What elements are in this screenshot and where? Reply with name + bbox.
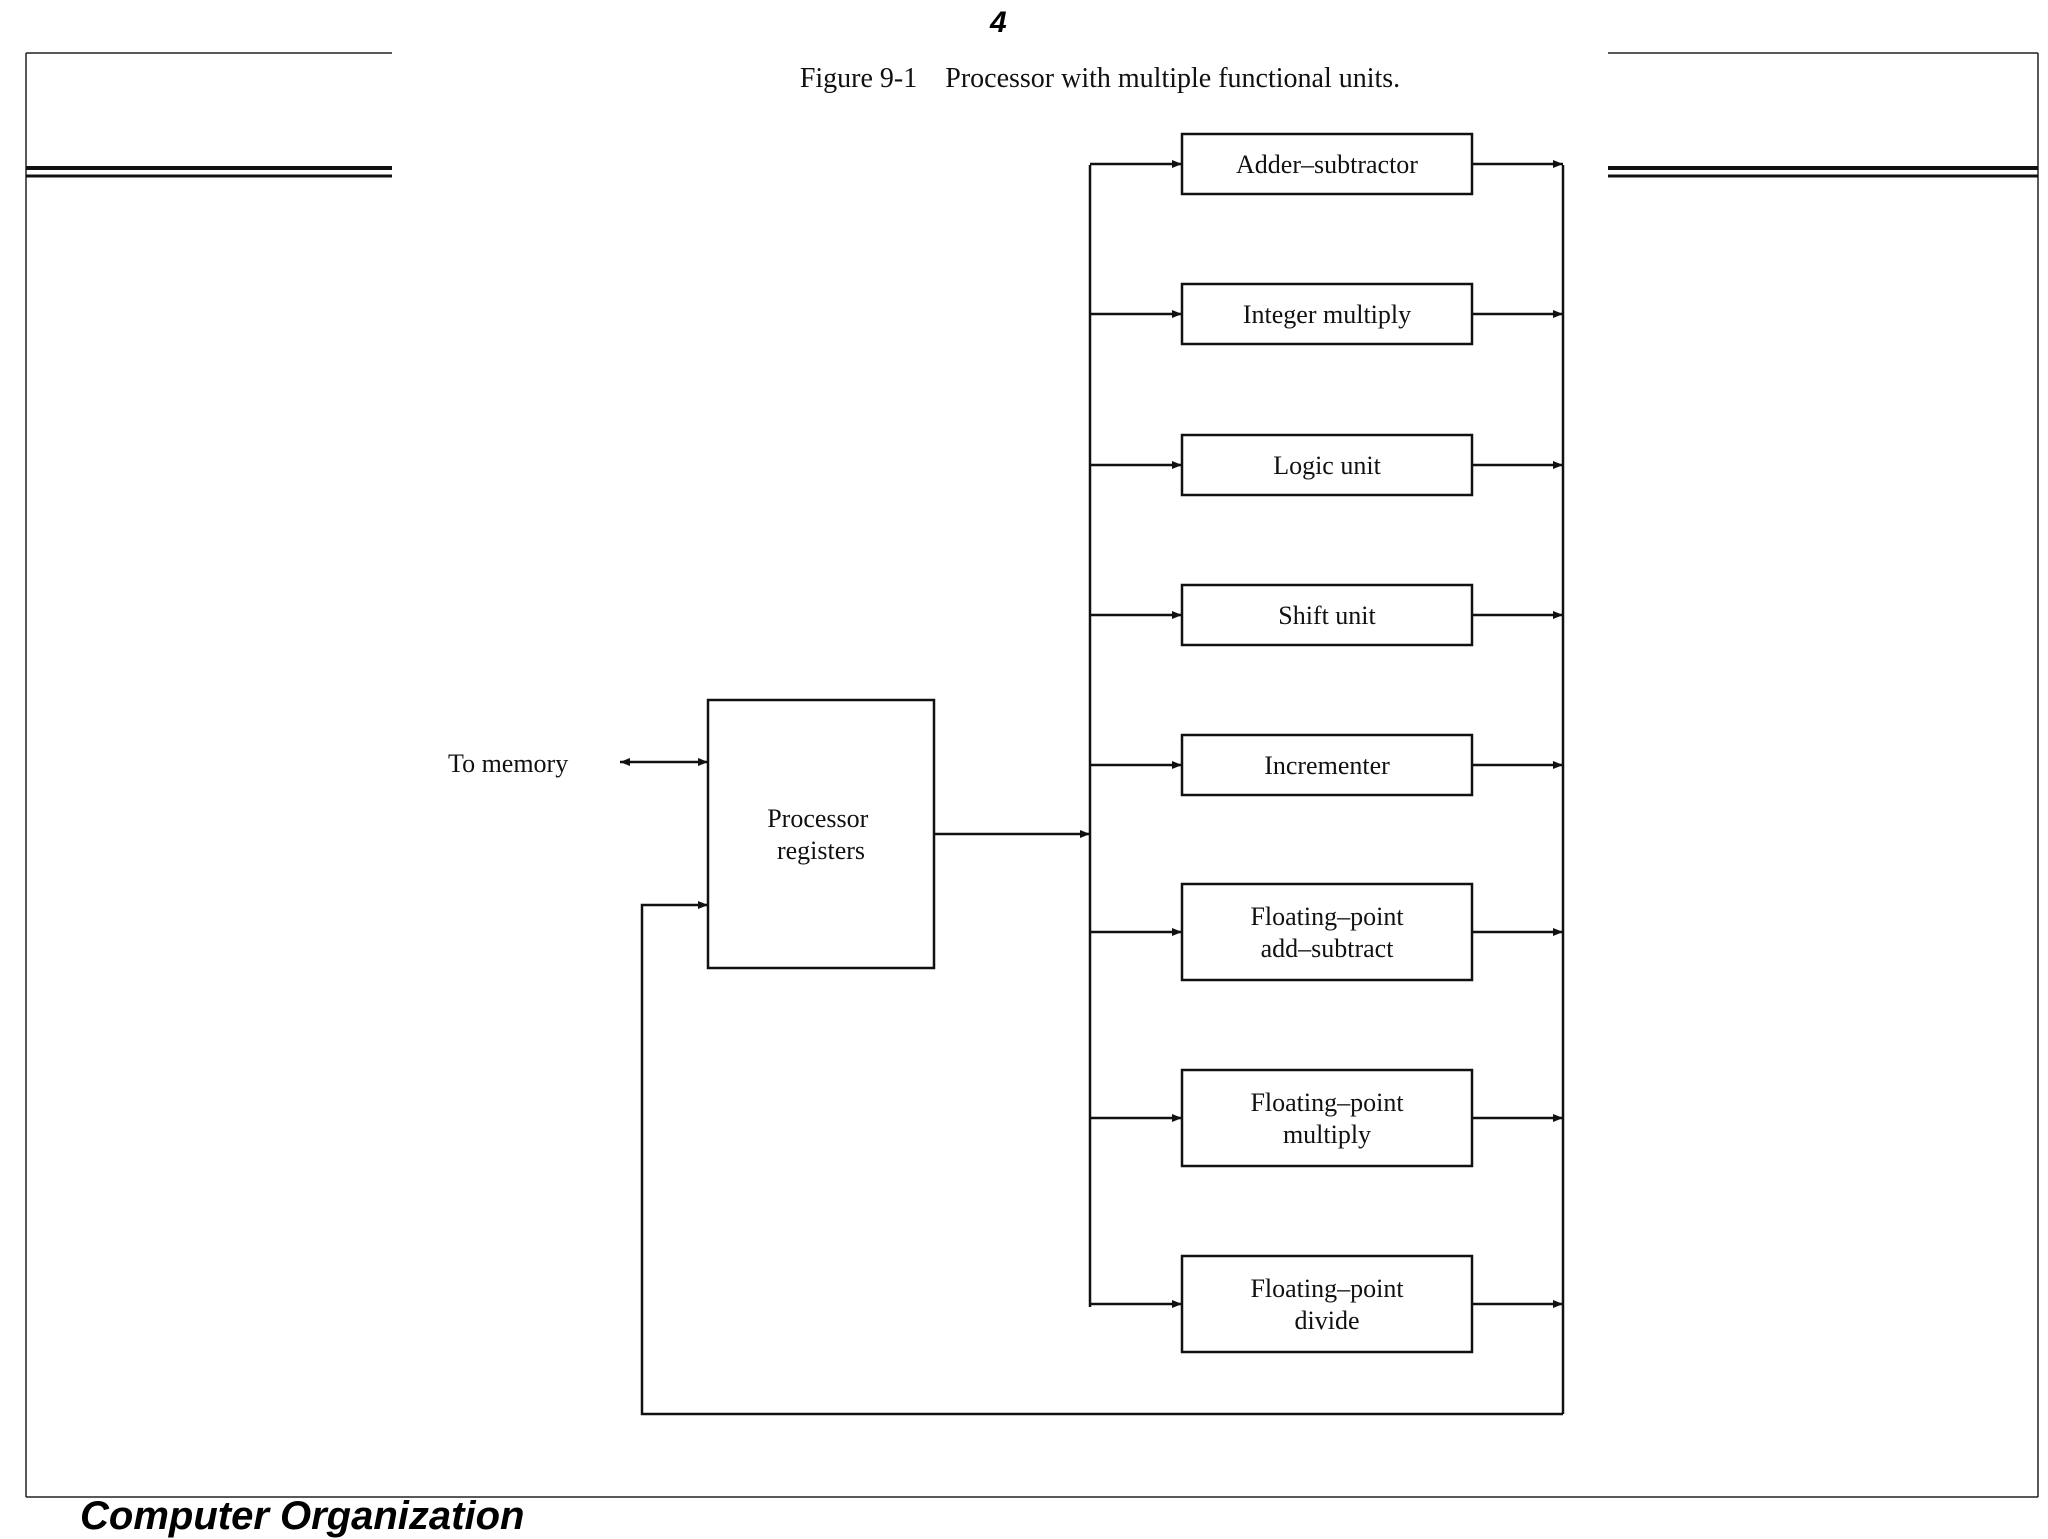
unit-logic-unit: Logic unit xyxy=(1090,433,1563,497)
unit-label: Floating–point xyxy=(1250,1274,1404,1303)
unit-adder-subtractor: Adder–subtractor xyxy=(1090,132,1563,196)
unit-box xyxy=(1180,1068,1474,1168)
unit-label: Logic unit xyxy=(1273,451,1381,480)
unit-fp-multiply: Floating–point multiply xyxy=(1090,1068,1563,1168)
registers-line-1: Processor xyxy=(767,804,868,833)
unit-label: Shift unit xyxy=(1278,601,1376,630)
processor-registers-box xyxy=(706,698,936,970)
unit-label: Integer multiply xyxy=(1243,300,1411,329)
footer-title: Computer Organization xyxy=(80,1494,525,1538)
unit-label: Incrementer xyxy=(1264,751,1390,780)
feedback-path xyxy=(640,901,1563,1416)
unit-label: Floating–point xyxy=(1250,1088,1404,1117)
unit-fp-divide: Floating–point divide xyxy=(1090,1254,1563,1354)
unit-shift-unit: Shift unit xyxy=(1090,583,1563,647)
unit-label: add–subtract xyxy=(1261,934,1395,963)
processor-registers-label: Processor registers xyxy=(767,804,875,865)
unit-incrementer: Incrementer xyxy=(1090,733,1563,797)
figure-caption: Figure 9-1 Processor with multiple funct… xyxy=(800,63,1400,94)
page-top-mark: 4 xyxy=(990,6,1007,39)
registers-line-2: registers xyxy=(777,836,865,865)
unit-fp-add-subtract: Floating–point add–subtract xyxy=(1090,882,1563,982)
slide-frame xyxy=(25,52,2039,1498)
header-rule-left xyxy=(26,166,392,178)
unit-label: Adder–subtractor xyxy=(1236,150,1418,179)
unit-box xyxy=(1180,1254,1474,1354)
unit-label: Floating–point xyxy=(1250,902,1404,931)
unit-integer-multiply: Integer multiply xyxy=(1090,282,1563,346)
unit-label: divide xyxy=(1295,1306,1360,1335)
header-rule-right xyxy=(1608,166,2038,178)
to-memory-label: To memory xyxy=(448,749,568,778)
unit-box xyxy=(1180,882,1474,982)
unit-label: multiply xyxy=(1283,1120,1371,1149)
